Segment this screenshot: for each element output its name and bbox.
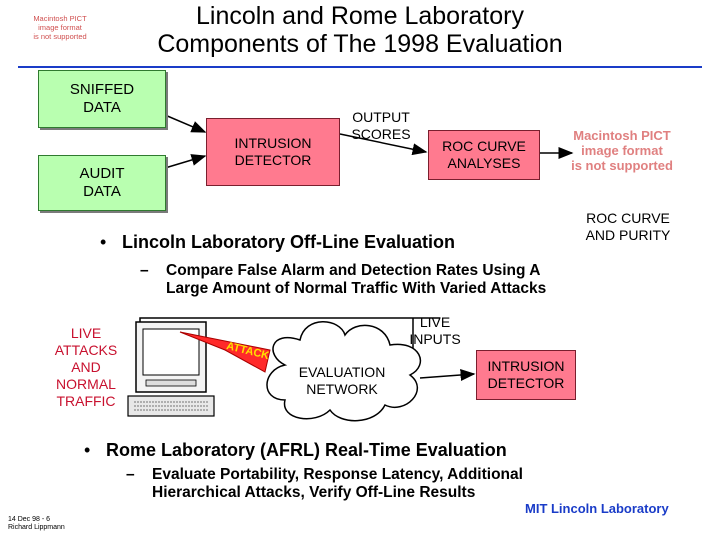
live-attacks-label: LIVE ATTACKS AND NORMAL TRAFFIC (54, 325, 118, 409)
network-line (139, 317, 440, 322)
attack-arrow-shape (179, 331, 271, 373)
arrow-sniffed-to-detector (164, 114, 207, 133)
title-rule (18, 66, 702, 68)
pict-placeholder-big: Macintosh PICT image format is not suppo… (571, 128, 673, 173)
cloud-shape (266, 321, 422, 422)
bullet-offline-evaluation: •Lincoln Laboratory Off-Line Evaluation (100, 232, 456, 252)
pict-placeholder-small: Macintosh PICT image format is not suppo… (33, 14, 87, 41)
sub-bullet-offline: –Compare False Alarm and Detection Rates… (140, 262, 547, 297)
bullet-realtime-evaluation: •Rome Laboratory (AFRL) Real-Time Evalua… (84, 440, 507, 460)
footer-lab-name: MIT Lincoln Laboratory (525, 501, 669, 516)
arrow-audit-to-detector (164, 154, 207, 169)
bullet-dot: • (100, 232, 107, 252)
arrow-detector-to-roc (339, 133, 428, 156)
bullet-dot: • (84, 440, 91, 460)
sub-bullet-realtime: –Evaluate Portability, Response Latency,… (126, 466, 523, 501)
page-title: Lincoln and Rome Laboratory Components o… (157, 2, 563, 58)
computer-icon (127, 321, 215, 417)
footer-slide-info: 14 Dec 98 - 6 Richard Lippmann (8, 516, 65, 531)
arrow-cloud-to-detector (419, 369, 476, 381)
